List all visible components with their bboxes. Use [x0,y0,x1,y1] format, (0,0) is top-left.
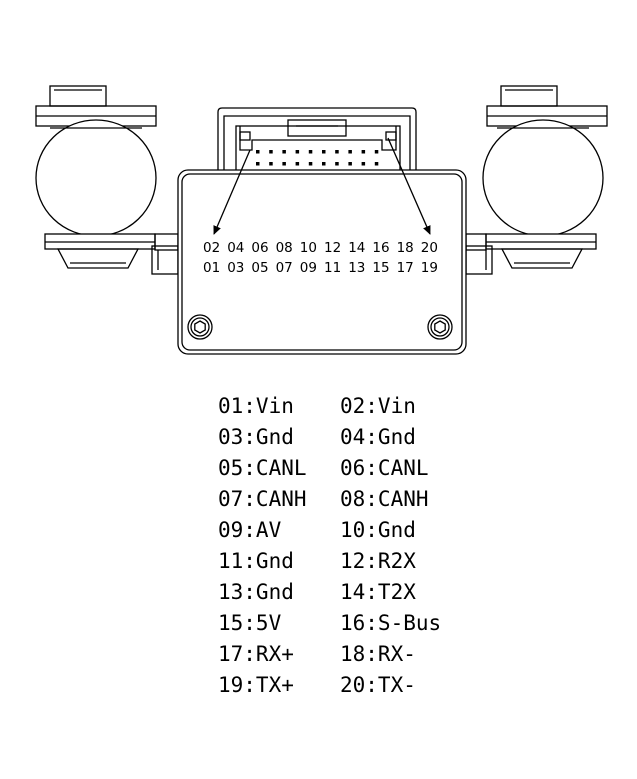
pin-cavity [295,150,300,154]
pin-label-12: 12 [324,240,341,256]
pin-cavity [374,150,379,154]
pin-cavity [308,150,313,154]
pinout-entry: 07:CANH [218,487,307,511]
pin-label-09: 09 [300,260,317,276]
pin-cavity [256,150,260,154]
pinout-entry: 16:S-Bus [340,611,442,635]
pinout-entry: 02:Vin [340,394,416,418]
pinout-entry: 06:CANL [340,456,429,480]
pinout-entry: 18:RX- [340,642,416,666]
pin-cavity [269,162,273,166]
pin-cavity [295,162,300,166]
connector-drawing: 02 04 06 08 10 12 14 16 18 20 01 03 05 07 09 11 13 15 17 1… [35,85,608,355]
pin-cavity [335,162,339,166]
pin-label-13: 13 [348,260,365,276]
pin-label-03: 03 [227,260,244,276]
pin-cavity [269,150,273,154]
pin-cavity [322,162,326,166]
pin-label-14: 14 [348,240,365,256]
pin-label-10: 10 [300,240,317,256]
pinout-entry: 11:Gnd [218,549,294,573]
pin-cavity [322,150,326,154]
pinout-entry: 10:Gnd [340,518,416,542]
right-screw-icon [427,314,453,340]
pin-cavity [361,150,366,154]
pin-label-04: 04 [227,240,244,256]
pinout-entry: 01:Vin [218,394,294,418]
pin-label-19: 19 [421,260,438,276]
pinout-entry: 14:T2X [340,580,416,604]
pin-cavity [374,162,379,166]
arrow-to-pin-20 [387,137,431,235]
pin-cavity [335,150,339,154]
pinout-entry: 03:Gnd [218,425,294,449]
pinout-entry: 15:5V [218,611,282,635]
pin-label-01: 01 [203,260,220,276]
pin-label-18: 18 [397,240,414,256]
pinout-entry: 09:AV [218,518,282,542]
pin-cavity [308,162,313,166]
pin-label-08: 08 [276,240,293,256]
pin-dots [256,150,379,166]
pinout-entry: 12:R2X [340,549,416,573]
left-cable-gland [35,85,157,269]
pin-label-11: 11 [324,260,341,276]
pin-label-20: 20 [421,240,438,256]
arrow-to-pin-02 [213,149,251,235]
pinout-entry: 08:CANH [340,487,429,511]
pinout-entry: 13:Gnd [218,580,294,604]
left-screw-icon [187,314,213,340]
pin-label-17: 17 [397,260,414,276]
pinout-entry: 20:TX- [340,673,416,697]
pin-cavity [282,162,286,166]
pin-cavity [361,162,366,166]
pinout-entry: 19:TX+ [218,673,294,697]
right-cable-gland [482,85,608,269]
pinout-entry: 04:Gnd [340,425,416,449]
pinout-entry: 05:CANL [218,456,307,480]
pin-cavity [256,162,260,166]
pinout-table: 01:Vin 02:Vin 03:Gnd 04:Gnd 05:CANL 06:CANL 07… [218,391,470,701]
pin-numbers-bottom-row: 01 03 05 07 09 11 13 15 17 19 [203,260,438,276]
connector-body [177,169,467,355]
connector-housing [217,107,417,173]
pin-cavity [348,162,352,166]
pin-label-07: 07 [276,260,293,276]
pin-numbers-top-row: 02 04 06 08 10 12 14 16 18 20 [203,240,438,256]
pin-label-02: 02 [203,240,220,256]
pin-cavity [282,150,286,154]
pin-label-15: 15 [372,260,389,276]
pin-cavity [348,150,352,154]
pin-label-06: 06 [251,240,268,256]
pin-label-16: 16 [372,240,389,256]
pinout-entry: 17:RX+ [218,642,294,666]
pin-label-05: 05 [251,260,268,276]
